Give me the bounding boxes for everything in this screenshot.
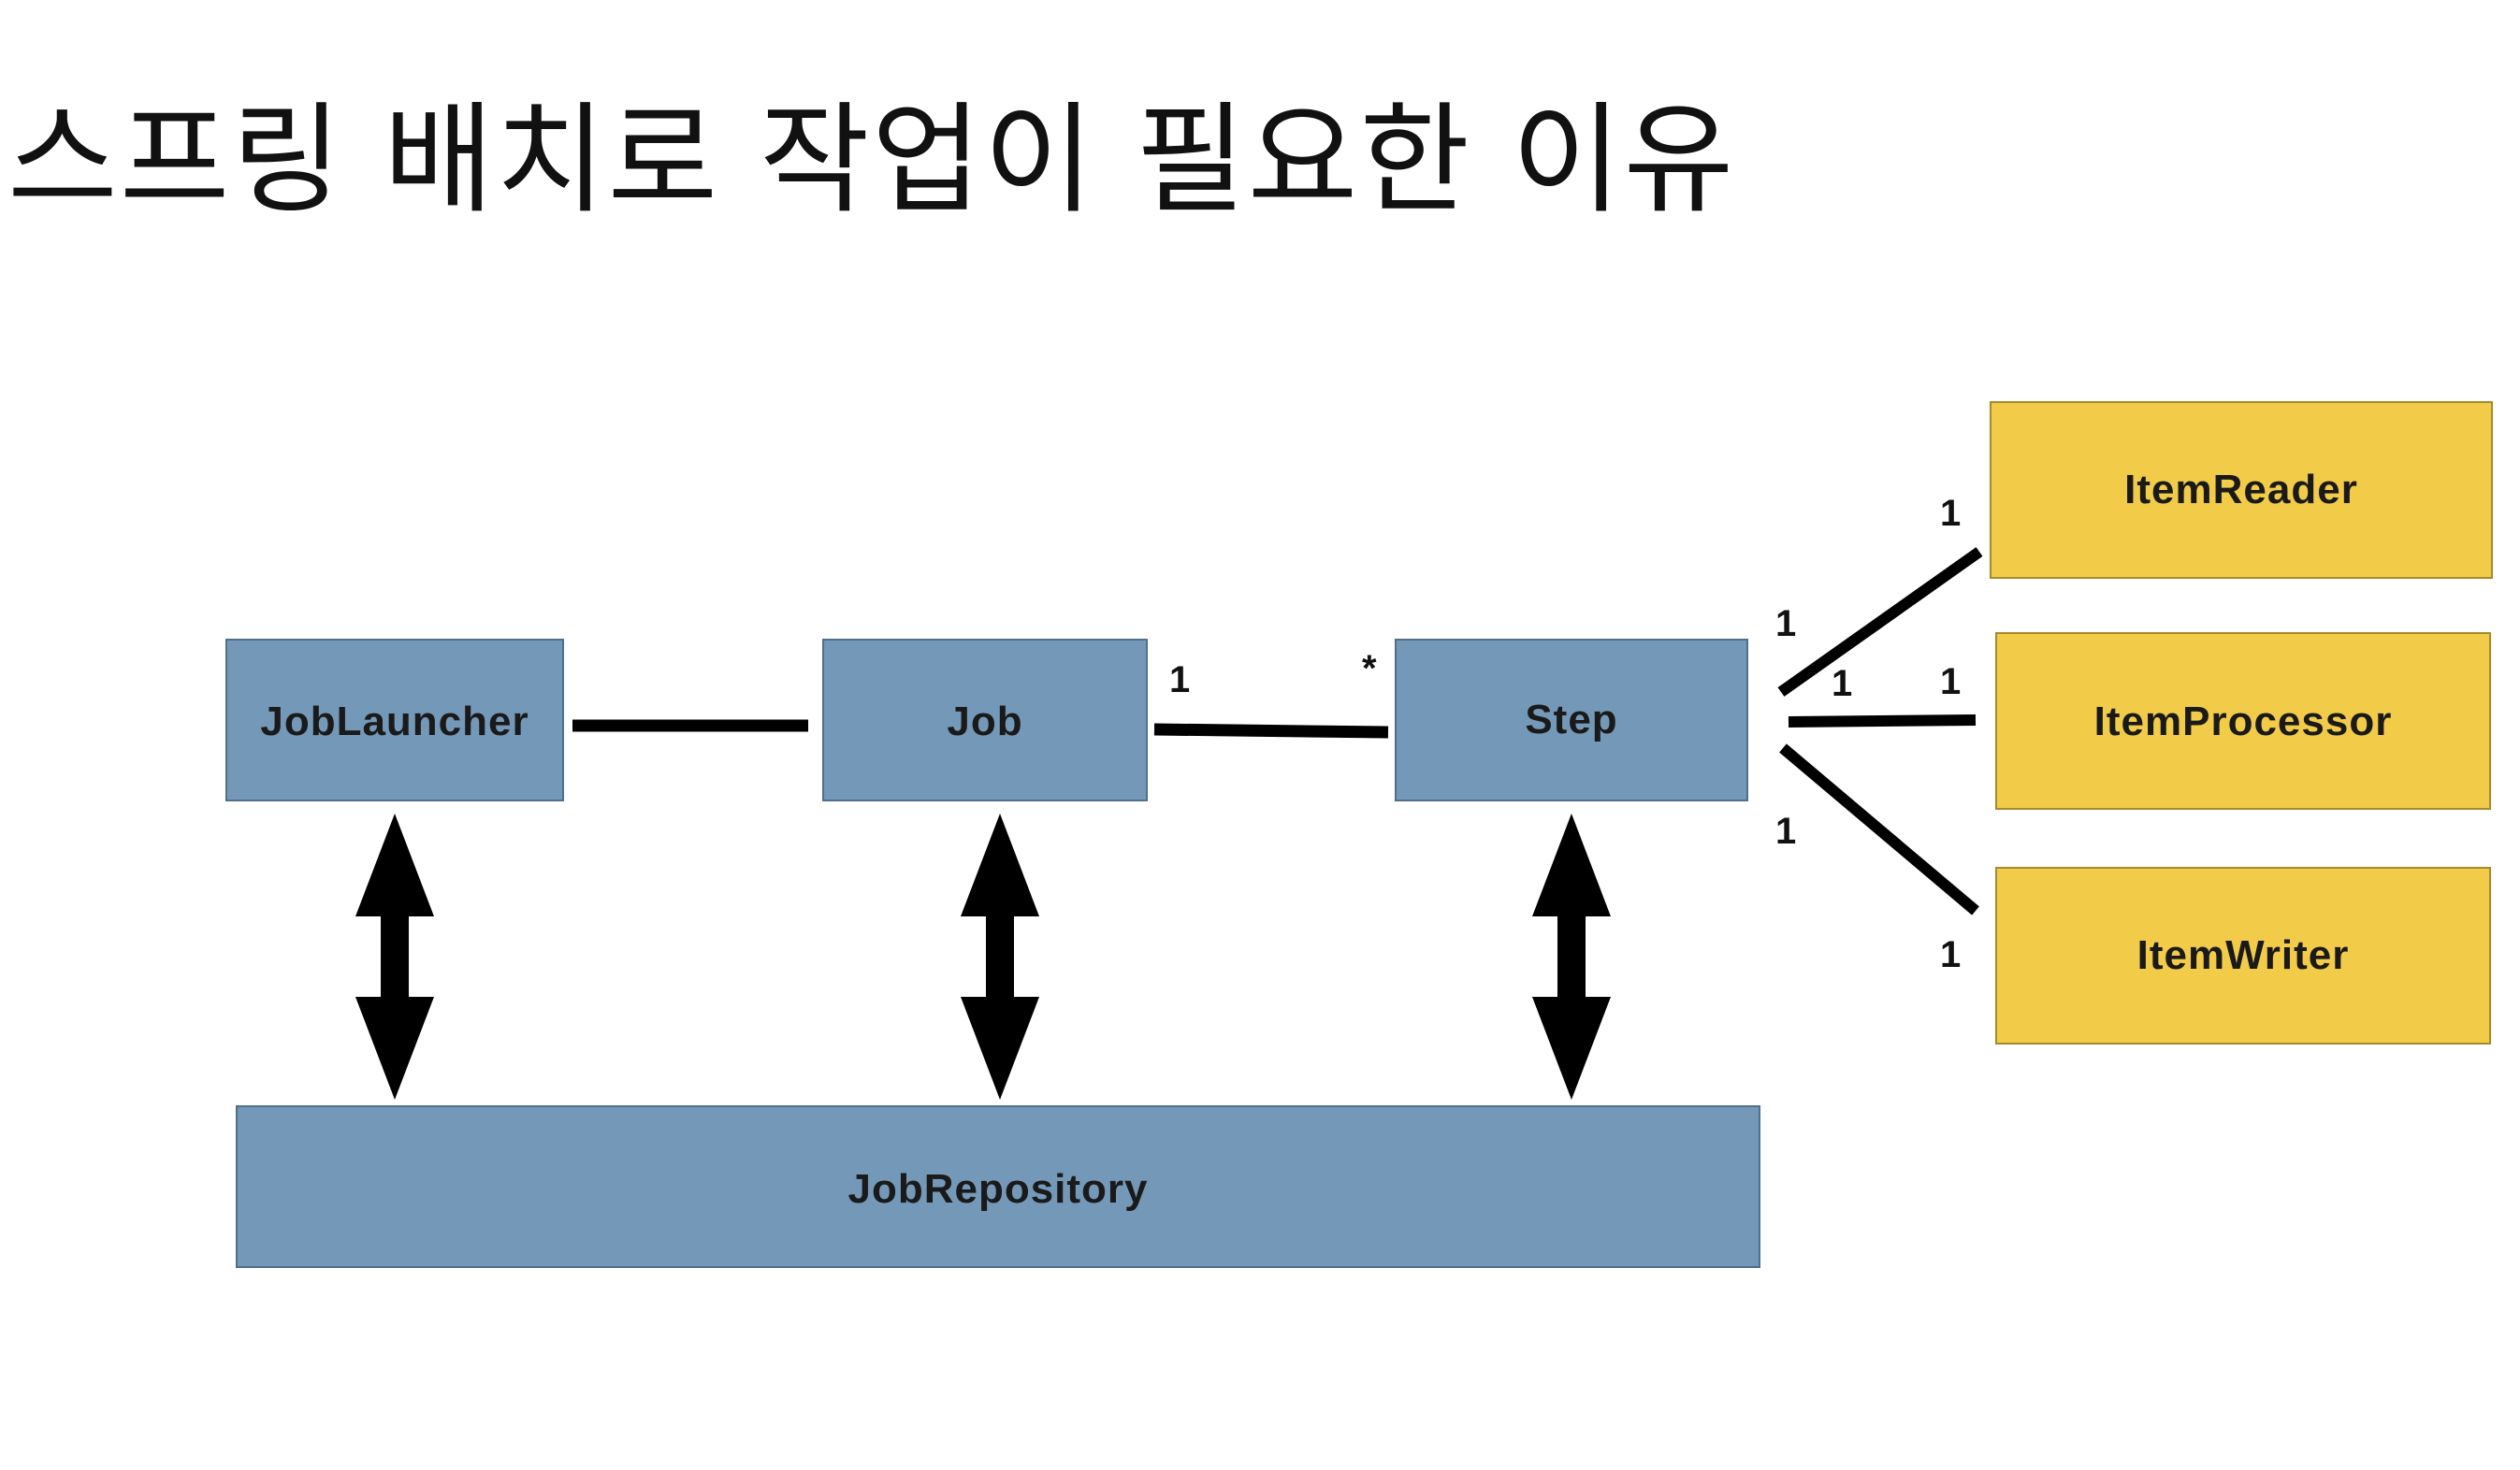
job-launcher-box: JobLauncher — [225, 639, 564, 801]
multiplicity-label: 1 — [1775, 811, 1796, 852]
page-title: 스프링 배치로 작업이 필요한 이유 — [7, 91, 1736, 230]
multiplicity-label: * — [1362, 648, 1377, 689]
step-processor-connector — [1788, 714, 1977, 728]
job-repository-label: JobRepository — [847, 1166, 1148, 1212]
multiplicity-label: 1 — [1940, 661, 1961, 702]
item-writer-box: ItemWriter — [1995, 867, 2491, 1045]
step-label: Step — [1525, 697, 1617, 742]
double-arrow-icon — [355, 814, 434, 1100]
job-launcher-label: JobLauncher — [260, 699, 529, 744]
item-reader-label: ItemReader — [2124, 467, 2358, 512]
multiplicity-label: 1 — [1169, 659, 1190, 700]
job-step-connector — [1153, 723, 1389, 739]
multiplicity-label: 1 — [1832, 663, 1852, 704]
job-box: Job — [822, 639, 1148, 801]
item-reader-box: ItemReader — [1990, 401, 2493, 579]
multiplicity-label: 1 — [1775, 603, 1796, 644]
item-processor-box: ItemProcessor — [1995, 632, 2491, 810]
step-box: Step — [1395, 639, 1748, 801]
multiplicity-label: 1 — [1940, 493, 1961, 534]
item-processor-label: ItemProcessor — [2094, 699, 2393, 744]
double-arrow-icon — [961, 814, 1039, 1100]
step-writer-connector — [1779, 743, 1979, 915]
job-label: Job — [947, 699, 1022, 744]
item-writer-label: ItemWriter — [2137, 932, 2350, 978]
multiplicity-label: 1 — [1940, 934, 1961, 975]
job-repository-box: JobRepository — [236, 1105, 1760, 1268]
step-reader-connector — [1777, 547, 1983, 697]
double-arrow-icon — [1532, 814, 1611, 1100]
